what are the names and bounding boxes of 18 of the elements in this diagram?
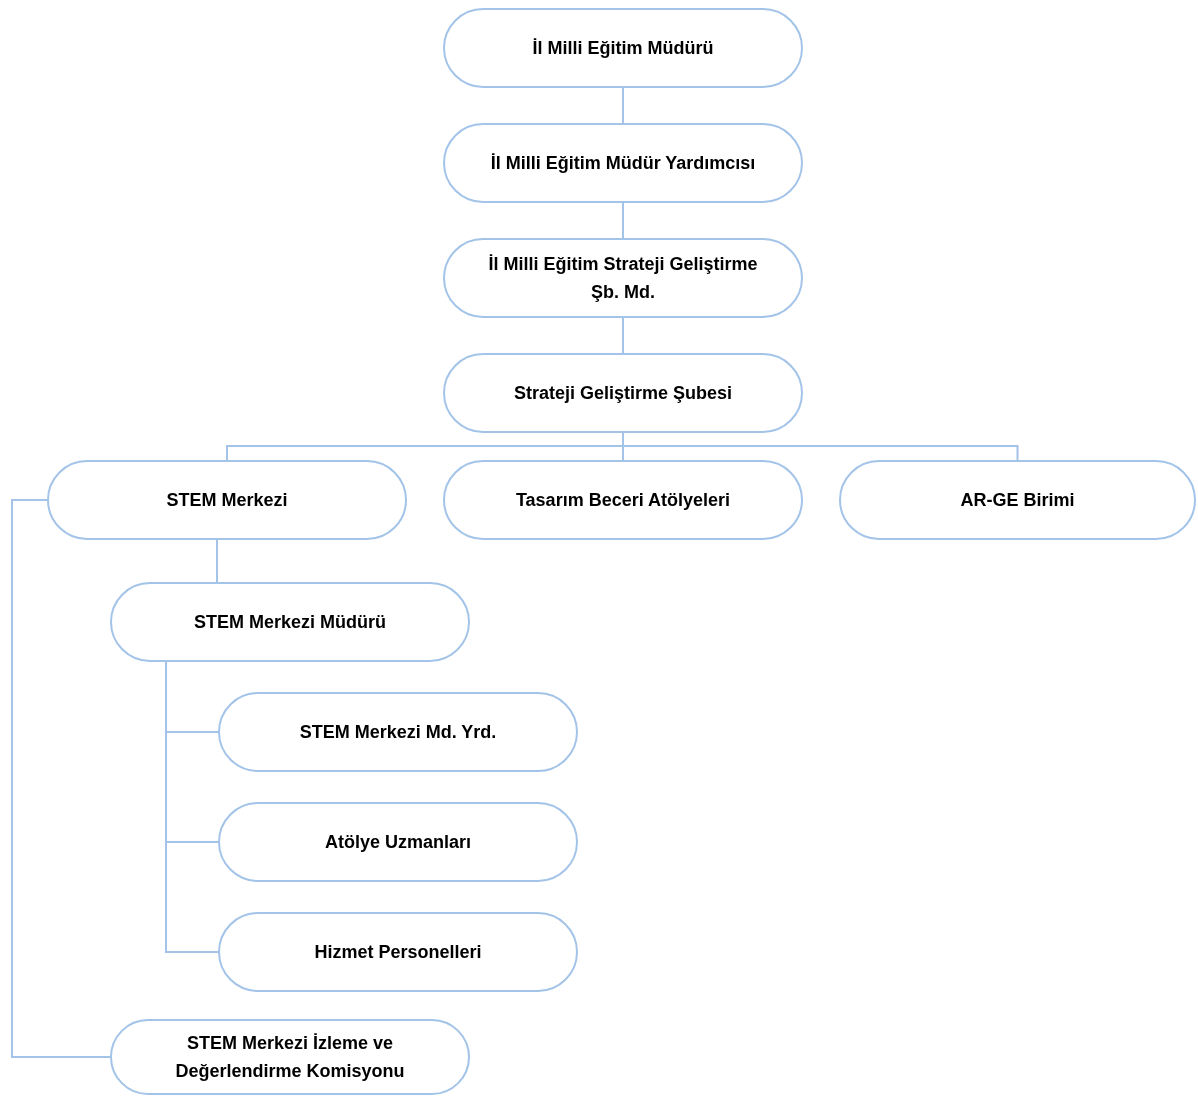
box-label: STEM Merkezi Md. Yrd. [299,721,497,744]
box-label: STEM Merkezi [166,489,288,512]
connector-line [216,539,218,583]
box-label: STEM Merkezi İzleme ve Değerlendirme Komisyonu [174,1032,406,1083]
connector-line [11,499,111,1058]
box-label: İl Milli Eğitim Strateji Geliştirme Şb. Md. [487,253,759,304]
box-label: Strateji Geliştirme Şubesi [513,382,733,405]
box-label: AR-GE Birimi [960,489,1075,512]
box-label: İl Milli Eğitim Müdür Yardımcısı [490,152,756,175]
box-label: İl Milli Eğitim Müdürü [532,37,714,60]
box-label: Tasarım Beceri Atölyeleri [515,489,731,512]
box-label: Hizmet Personelleri [314,941,482,964]
box-label: STEM Merkezi Müdürü [194,611,386,634]
connector-line [622,87,624,124]
connector-line [165,661,219,953]
connector-line [622,202,624,239]
box-label: Atölye Uzmanları [324,831,471,854]
connector-line [622,317,624,354]
